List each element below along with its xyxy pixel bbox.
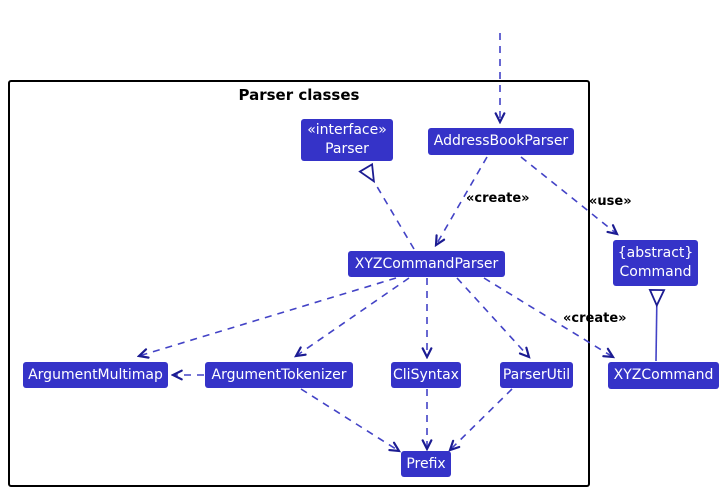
edge-label-create-parser: «create» [466,191,530,206]
parser-interface-name: Parser [325,141,369,157]
argumentmultimap-name: ArgumentMultimap [28,366,163,383]
edge-label-create-command: «create» [563,311,627,326]
class-argumentmultimap: ArgumentMultimap [23,362,168,388]
command-name: Command [619,264,692,280]
class-xyzcommandparser: XYZCommandParser [348,251,505,277]
class-clisyntax: CliSyntax [391,362,461,388]
class-prefix: Prefix [401,451,451,477]
class-parser-interface: «interface» Parser [301,119,393,161]
class-xyzcommand: XYZCommand [608,362,719,389]
xyzcommand-name: XYZCommand [613,367,714,383]
edge-xyzcommand-extends-command [648,288,666,362]
frame-title: Parser classes [238,86,360,104]
parser-interface-stereotype: «interface» [307,122,387,138]
argumenttokenizer-name: ArgumentTokenizer [211,366,347,383]
command-stereotype: {abstract} [617,245,694,261]
class-addressbookparser: AddressBookParser [428,128,574,155]
clisyntax-name: CliSyntax [393,366,459,383]
prefix-name: Prefix [406,455,446,472]
class-command: {abstract} Command [613,240,698,286]
class-parserutil: ParserUtil [500,362,573,388]
edge-label-use-command: «use» [589,194,632,209]
addressbookparser-name: AddressBookParser [433,133,569,149]
parserutil-name: ParserUtil [502,366,571,383]
xyzcommandparser-name: XYZCommandParser [354,255,499,272]
class-argumenttokenizer: ArgumentTokenizer [205,362,353,388]
